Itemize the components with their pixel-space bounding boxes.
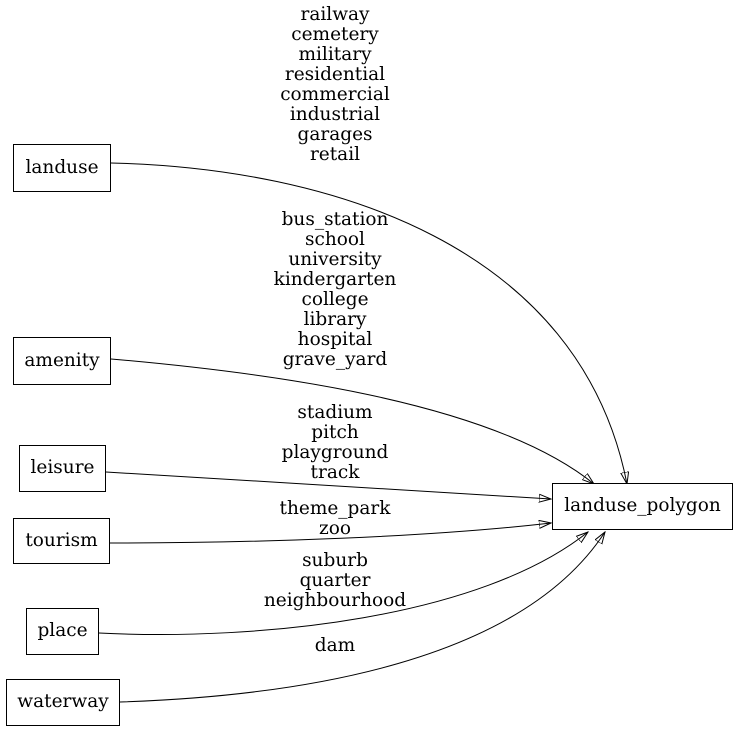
node-landuse-polygon: landuse_polygon — [552, 483, 733, 530]
node-leisure: leisure — [19, 445, 106, 492]
node-amenity: amenity — [13, 337, 111, 385]
node-place: place — [26, 608, 99, 655]
edge-amenity-to-landuse_polygon — [110, 358, 594, 484]
edge-label-place-values: suburb quarter neighbourhood — [263, 550, 407, 611]
node-landuse: landuse — [13, 144, 111, 192]
node-tourism-label: tourism — [25, 529, 98, 551]
node-amenity-label: amenity — [24, 349, 100, 371]
node-waterway: waterway — [6, 679, 120, 726]
edge-label-amenity-values: bus_station school university kindergart… — [273, 209, 397, 370]
node-leisure-label: leisure — [30, 457, 95, 479]
node-tourism: tourism — [13, 518, 110, 564]
node-place-label: place — [37, 620, 88, 642]
edge-label-landuse-values: railway cemetery military residential co… — [280, 4, 390, 165]
edge-landuse-to-landuse_polygon — [110, 162, 627, 484]
node-waterway-label: waterway — [17, 691, 109, 713]
node-landuse-polygon-label: landuse_polygon — [564, 495, 721, 517]
edge-waterway-to-landuse_polygon — [119, 532, 605, 703]
node-landuse-label: landuse — [25, 156, 99, 178]
edge-label-waterway-values: dam — [314, 635, 356, 656]
edge-place-to-landuse_polygon — [98, 532, 588, 635]
edge-label-leisure-values: stadium pitch playground track — [281, 402, 389, 483]
edge-leisure-to-landuse_polygon — [105, 471, 551, 499]
edge-label-tourism-values: theme_park zoo — [279, 498, 391, 539]
edge-tourism-to-landuse_polygon — [109, 523, 551, 544]
